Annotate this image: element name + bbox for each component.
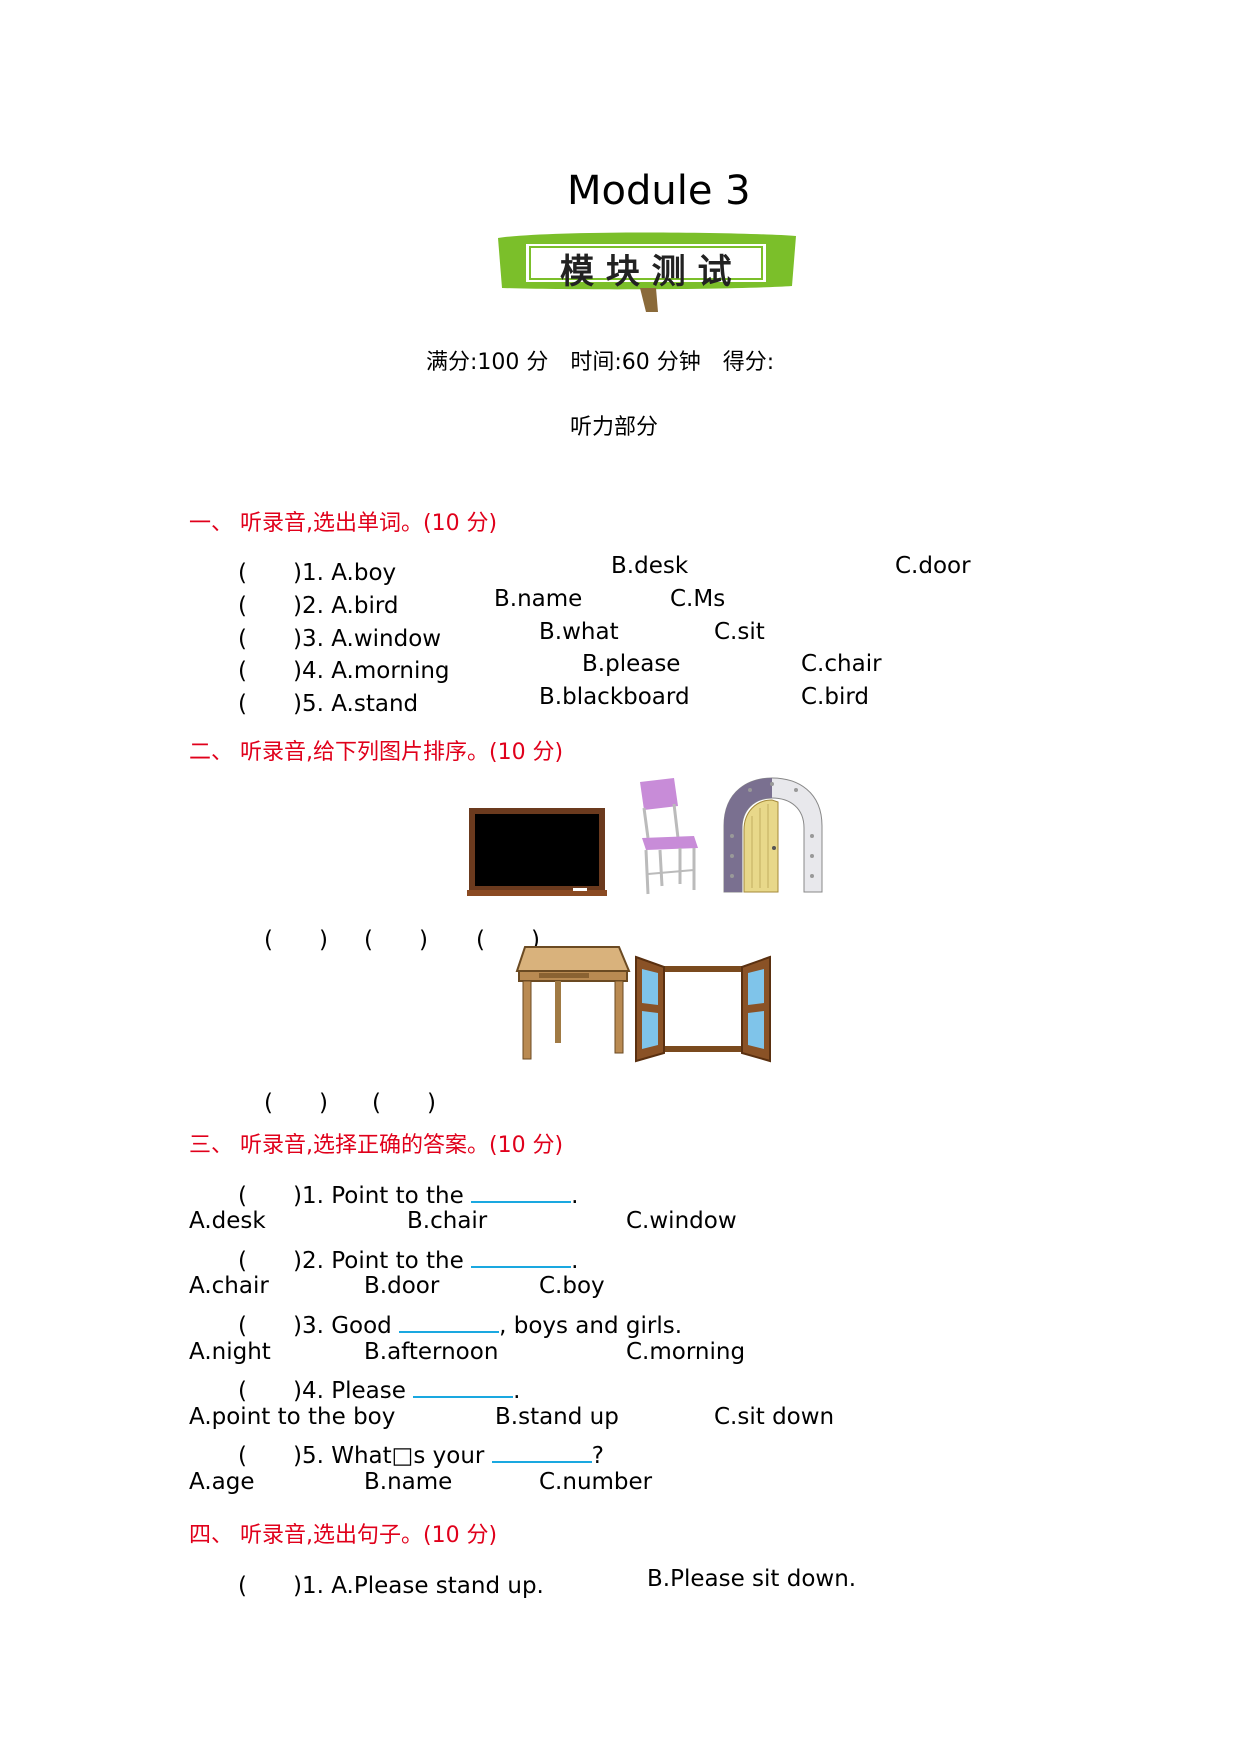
chair-icon — [640, 778, 698, 895]
s3-q4-option-a: A.point to the boy — [189, 1404, 396, 1430]
answer-blank — [399, 1309, 500, 1333]
s1-item-5-b: B.blackboard — [539, 684, 690, 710]
door-icon — [723, 777, 823, 893]
exam-meta: 满分:100 分 时间:60 分钟 得分: — [426, 350, 775, 375]
s3-q3-end: , boys and girls. — [499, 1313, 683, 1339]
s1-item-1-b: B.desk — [611, 553, 689, 579]
s4-item-1-b: B.Please sit down. — [647, 1566, 857, 1592]
s3-q2-option-b: B.door — [364, 1273, 440, 1299]
section-4-heading: 四、 听录音,选出句子。(10 分) — [189, 1523, 498, 1548]
s3-q1-option-b: B.chair — [407, 1208, 488, 1234]
s3-q3-option-c: C.morning — [626, 1339, 746, 1365]
s3-q5-end: ? — [591, 1443, 604, 1469]
s3-question-3: ( )3. Good , boys and girls. — [238, 1306, 682, 1340]
desk-icon — [515, 946, 631, 1060]
banner: 模 块 测 试 — [492, 228, 802, 312]
answer-blank — [491, 1439, 592, 1463]
s3-q4-option-b: B.stand up — [495, 1404, 619, 1430]
s3-q5-option-c: C.number — [539, 1469, 653, 1495]
s2-paren-2: ( ) — [364, 927, 428, 953]
s3-q1-option-a: A.desk — [189, 1208, 266, 1234]
s3-q5-text: ( )5. What□s your — [238, 1443, 492, 1469]
listening-part-label: 听力部分 — [570, 415, 659, 440]
s2-paren-1: ( ) — [264, 927, 328, 953]
s1-item-3-c: C.sit — [714, 619, 765, 645]
s2-paren-4: ( ) — [264, 1090, 328, 1116]
window-icon — [635, 955, 771, 1063]
s3-question-2: ( )2. Point to the . — [238, 1241, 578, 1275]
s3-q4-option-c: C.sit down — [714, 1404, 835, 1430]
s3-q1-end: . — [571, 1183, 579, 1209]
s1-item-5-a: ( )5. A.stand — [238, 691, 419, 717]
banner-text: 模 块 测 试 — [560, 252, 732, 292]
page-title: Module 3 — [567, 168, 751, 214]
s3-question-1: ( )1. Point to the . — [238, 1176, 578, 1210]
s1-item-2-a: ( )2. A.bird — [238, 593, 399, 619]
s3-question-4: ( )4. Please . — [238, 1371, 520, 1405]
s2-paren-5: ( ) — [372, 1090, 436, 1116]
s1-item-3-a: ( )3. A.window — [238, 626, 442, 652]
s1-item-2-c: C.Ms — [670, 586, 726, 612]
s3-q1-option-c: C.window — [626, 1208, 737, 1234]
blackboard-icon — [467, 808, 607, 896]
s1-item-1-a: ( )1. A.boy — [238, 560, 397, 586]
section-3-heading: 三、 听录音,选择正确的答案。(10 分) — [189, 1133, 564, 1158]
s1-item-4-a: ( )4. A.morning — [238, 658, 450, 684]
s1-item-1-c: C.door — [895, 553, 971, 579]
section-2-heading: 二、 听录音,给下列图片排序。(10 分) — [189, 740, 564, 765]
s3-q5-option-b: B.name — [364, 1469, 453, 1495]
s3-q2-text: ( )2. Point to the — [238, 1248, 472, 1274]
s1-item-4-c: C.chair — [801, 651, 882, 677]
s3-q4-text: ( )4. Please — [238, 1378, 414, 1404]
answer-blank — [471, 1244, 572, 1268]
s1-item-2-b: B.name — [494, 586, 583, 612]
answer-blank — [471, 1179, 572, 1203]
s3-q3-option-a: A.night — [189, 1339, 271, 1365]
s4-item-1-a: ( )1. A.Please stand up. — [238, 1573, 544, 1599]
banner-frame-icon — [498, 232, 796, 312]
s3-q2-option-c: C.boy — [539, 1273, 605, 1299]
s3-question-5: ( )5. What□s your ? — [238, 1436, 604, 1470]
s3-q4-end: . — [513, 1378, 521, 1404]
s3-q5-option-a: A.age — [189, 1469, 255, 1495]
s1-item-3-b: B.what — [539, 619, 619, 645]
s3-q2-option-a: A.chair — [189, 1273, 269, 1299]
s1-item-5-c: C.bird — [801, 684, 870, 710]
section-1-heading: 一、 听录音,选出单词。(10 分) — [189, 511, 498, 536]
s3-q2-end: . — [571, 1248, 579, 1274]
s3-q3-text: ( )3. Good — [238, 1313, 400, 1339]
s3-q1-text: ( )1. Point to the — [238, 1183, 472, 1209]
answer-blank — [413, 1374, 514, 1398]
s3-q3-option-b: B.afternoon — [364, 1339, 499, 1365]
s1-item-4-b: B.please — [582, 651, 681, 677]
